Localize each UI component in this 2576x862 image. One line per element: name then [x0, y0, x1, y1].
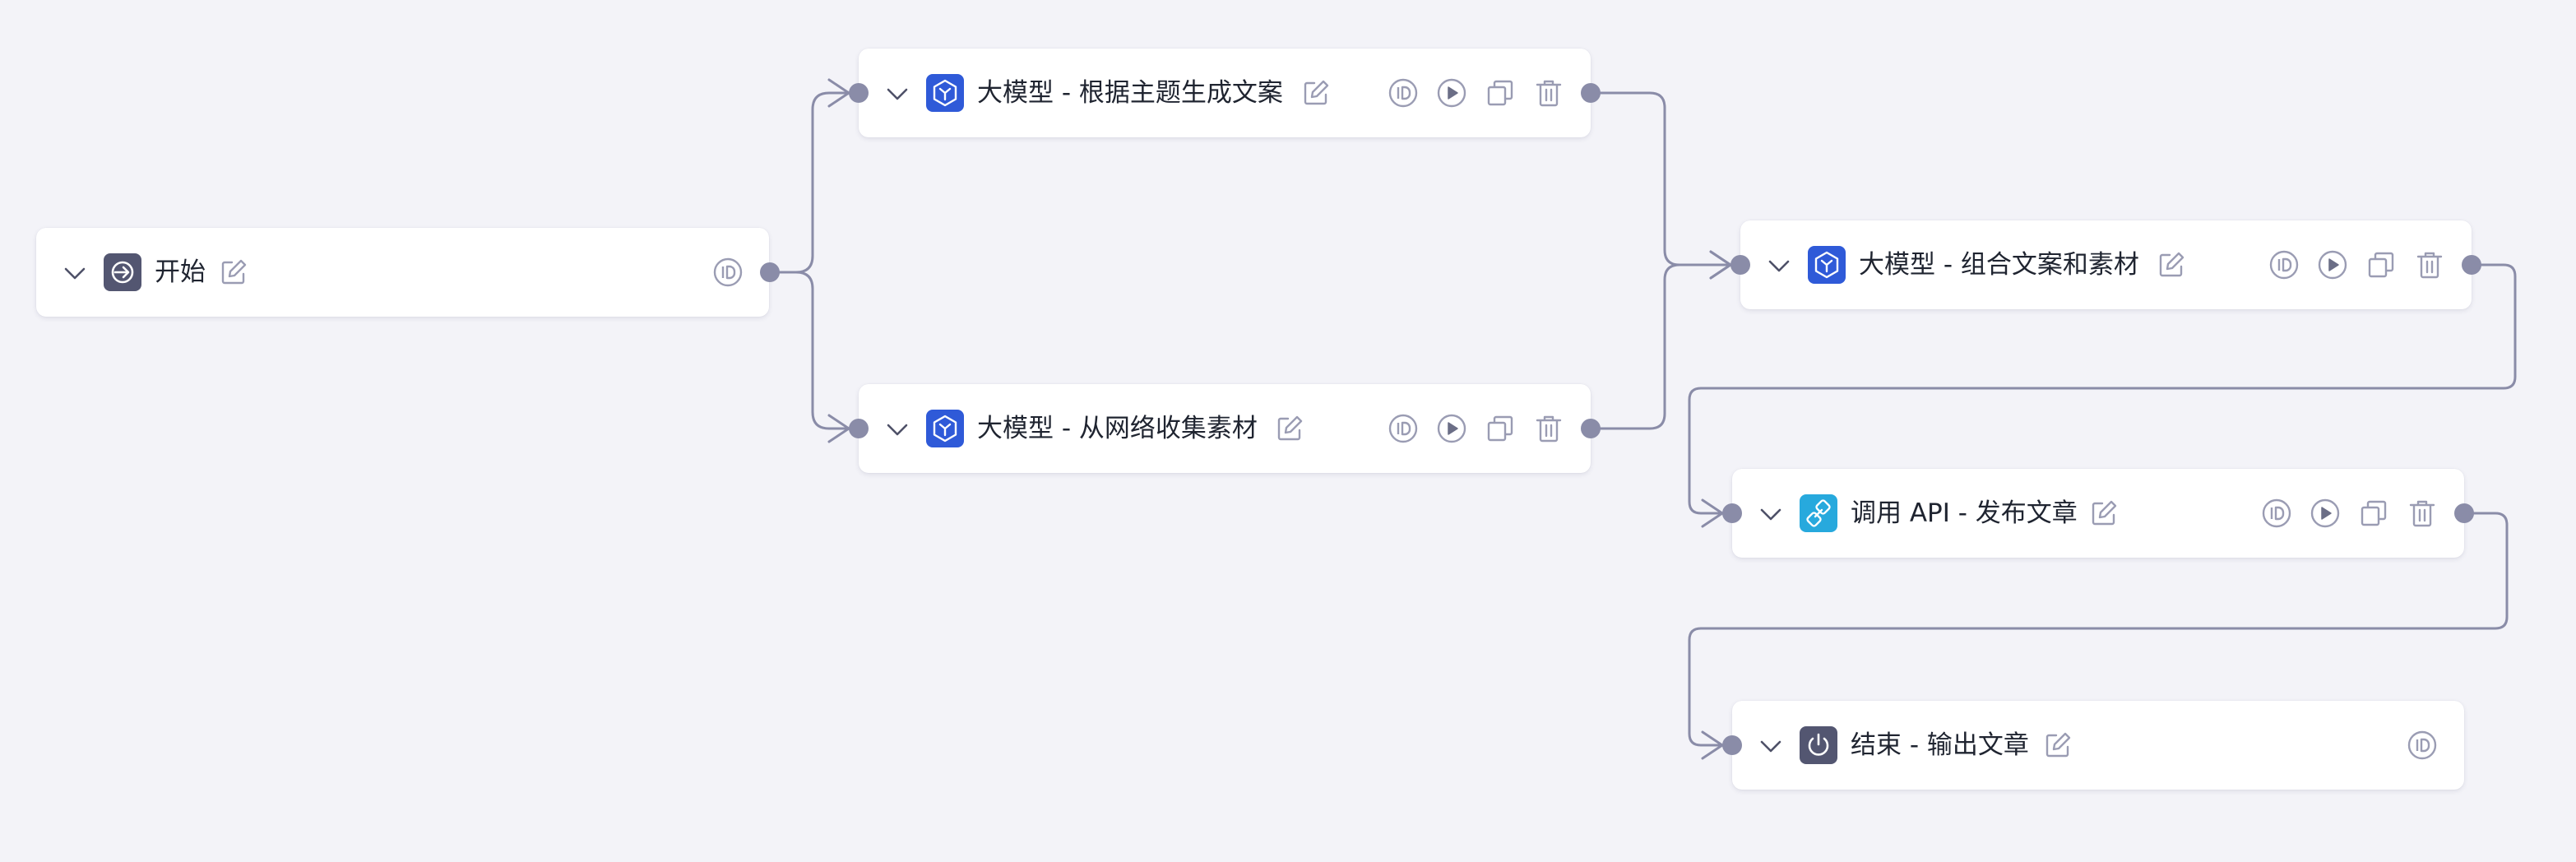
run-icon[interactable]	[1436, 413, 1467, 444]
delete-icon[interactable]	[2414, 249, 2445, 280]
id-icon[interactable]	[2268, 249, 2300, 280]
node-start[interactable]: 开始	[36, 228, 769, 317]
edit-icon[interactable]	[2089, 498, 2119, 528]
edge-llm-copy-to-combine	[1591, 91, 1740, 266]
id-icon[interactable]	[2407, 730, 2438, 761]
edge-arrowhead	[1709, 250, 1732, 280]
edit-icon[interactable]	[2157, 250, 2186, 280]
node-title: 大模型 - 组合文案和素材	[1859, 250, 2139, 280]
edge-start-to-llm-copy	[770, 91, 859, 274]
id-icon[interactable]	[712, 257, 744, 288]
edge-arrowhead	[1701, 730, 1724, 760]
output-port[interactable]	[2454, 503, 2474, 523]
output-port[interactable]	[1581, 83, 1601, 103]
edge-arrowhead	[1701, 498, 1724, 528]
edge-arrowhead	[1709, 250, 1732, 280]
run-icon[interactable]	[1436, 77, 1467, 109]
output-port[interactable]	[760, 262, 780, 282]
cube-icon	[926, 74, 964, 112]
input-port[interactable]	[1722, 503, 1742, 523]
node-title: 开始	[155, 257, 206, 287]
chevron-down-icon[interactable]	[1757, 500, 1785, 528]
run-icon[interactable]	[2310, 498, 2341, 529]
node-title: 结束 - 输出文章	[1851, 730, 2029, 760]
node-title: 大模型 - 根据主题生成文案	[977, 78, 1283, 108]
node-title: 大模型 - 从网络收集素材	[977, 414, 1258, 443]
delete-icon[interactable]	[1533, 77, 1564, 109]
input-port[interactable]	[849, 83, 869, 103]
start-icon	[104, 253, 141, 291]
node-title: 调用 API - 发布文章	[1851, 498, 2078, 528]
node-llm-generate-copy[interactable]: 大模型 - 根据主题生成文案	[859, 49, 1591, 137]
node-llm-collect-material[interactable]: 大模型 - 从网络收集素材	[859, 384, 1591, 473]
copy-icon[interactable]	[1485, 77, 1516, 109]
chevron-down-icon[interactable]	[1757, 732, 1785, 760]
copy-icon[interactable]	[1485, 413, 1516, 444]
node-end[interactable]: 结束 - 输出文章	[1732, 701, 2464, 790]
power-icon	[1800, 726, 1837, 764]
edit-icon[interactable]	[219, 257, 248, 287]
cube-icon	[926, 410, 964, 447]
id-icon[interactable]	[1388, 413, 1419, 444]
input-port[interactable]	[849, 419, 869, 438]
edge-start-to-llm-collect	[770, 271, 859, 430]
edge-arrowhead	[827, 414, 850, 443]
edge-arrowhead	[827, 78, 850, 108]
cube-icon	[1808, 246, 1846, 284]
run-icon[interactable]	[2317, 249, 2348, 280]
id-icon[interactable]	[1388, 77, 1419, 109]
delete-icon[interactable]	[2407, 498, 2438, 529]
id-icon[interactable]	[2261, 498, 2292, 529]
link-icon	[1800, 494, 1837, 532]
delete-icon[interactable]	[1533, 413, 1564, 444]
edge-llm-collect-to-combine	[1591, 263, 1740, 430]
input-port[interactable]	[1730, 255, 1750, 275]
copy-icon[interactable]	[2365, 249, 2397, 280]
edit-icon[interactable]	[2043, 730, 2073, 760]
chevron-down-icon[interactable]	[883, 415, 911, 443]
node-api-publish[interactable]: 调用 API - 发布文章	[1732, 469, 2464, 558]
node-llm-combine[interactable]: 大模型 - 组合文案和素材	[1740, 220, 2472, 309]
output-port[interactable]	[1581, 419, 1601, 438]
chevron-down-icon[interactable]	[1765, 252, 1793, 280]
edit-icon[interactable]	[1301, 78, 1331, 108]
edit-icon[interactable]	[1275, 414, 1304, 443]
chevron-down-icon[interactable]	[61, 259, 89, 287]
chevron-down-icon[interactable]	[883, 80, 911, 108]
copy-icon[interactable]	[2358, 498, 2389, 529]
input-port[interactable]	[1722, 735, 1742, 755]
output-port[interactable]	[2462, 255, 2481, 275]
